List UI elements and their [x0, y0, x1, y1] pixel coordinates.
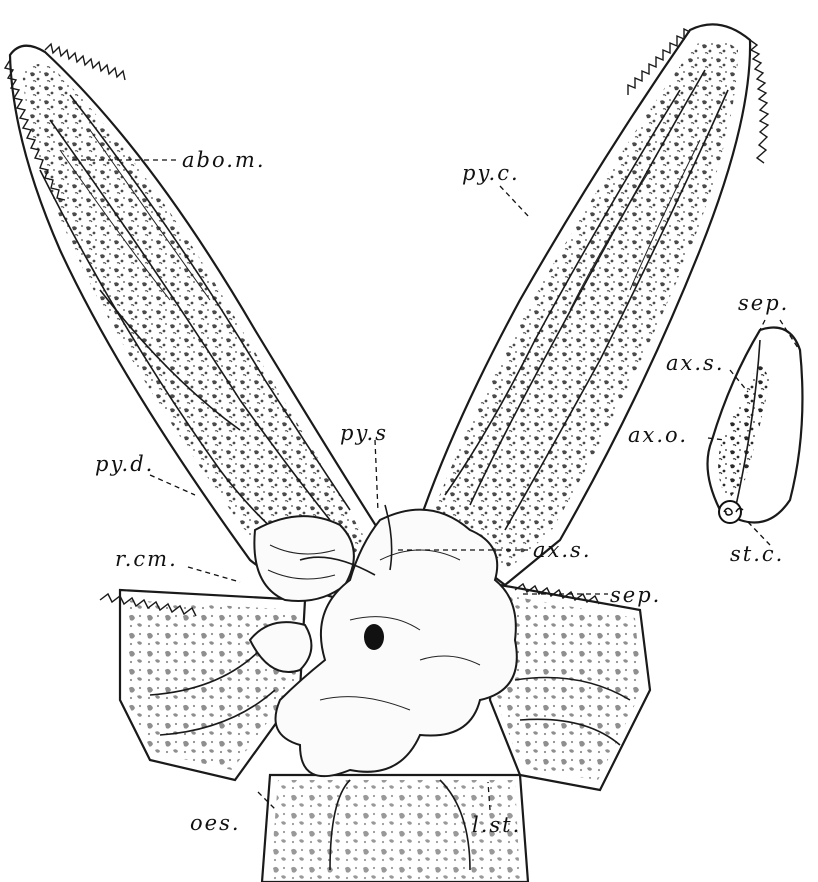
- left-arm: [5, 44, 385, 600]
- label-sep-top: sep.: [738, 291, 789, 315]
- label-ax-o: ax.o.: [628, 423, 688, 447]
- label-ax-s-right: ax.s.: [666, 351, 725, 375]
- label-r-cm: r.cm.: [115, 547, 178, 571]
- pyloric-region: [250, 505, 517, 776]
- label-py-s: py.s: [340, 421, 388, 445]
- label-oes: oes.: [190, 811, 241, 835]
- leader-py-c: [500, 186, 530, 218]
- label-l-st: l.st.: [472, 813, 521, 837]
- mouth-opening: [364, 624, 384, 650]
- label-st-c: st.c.: [730, 542, 784, 566]
- label-py-d: py.d.: [95, 452, 154, 476]
- leader-py-s: [375, 440, 378, 512]
- label-py-c: py.c.: [462, 161, 520, 185]
- leader-py-d: [150, 475, 195, 495]
- label-sep: sep.: [610, 583, 661, 607]
- leader-r-cm: [188, 567, 240, 582]
- label-ax-s: ax.s.: [533, 538, 592, 562]
- label-abo-m: abo.m.: [182, 148, 266, 172]
